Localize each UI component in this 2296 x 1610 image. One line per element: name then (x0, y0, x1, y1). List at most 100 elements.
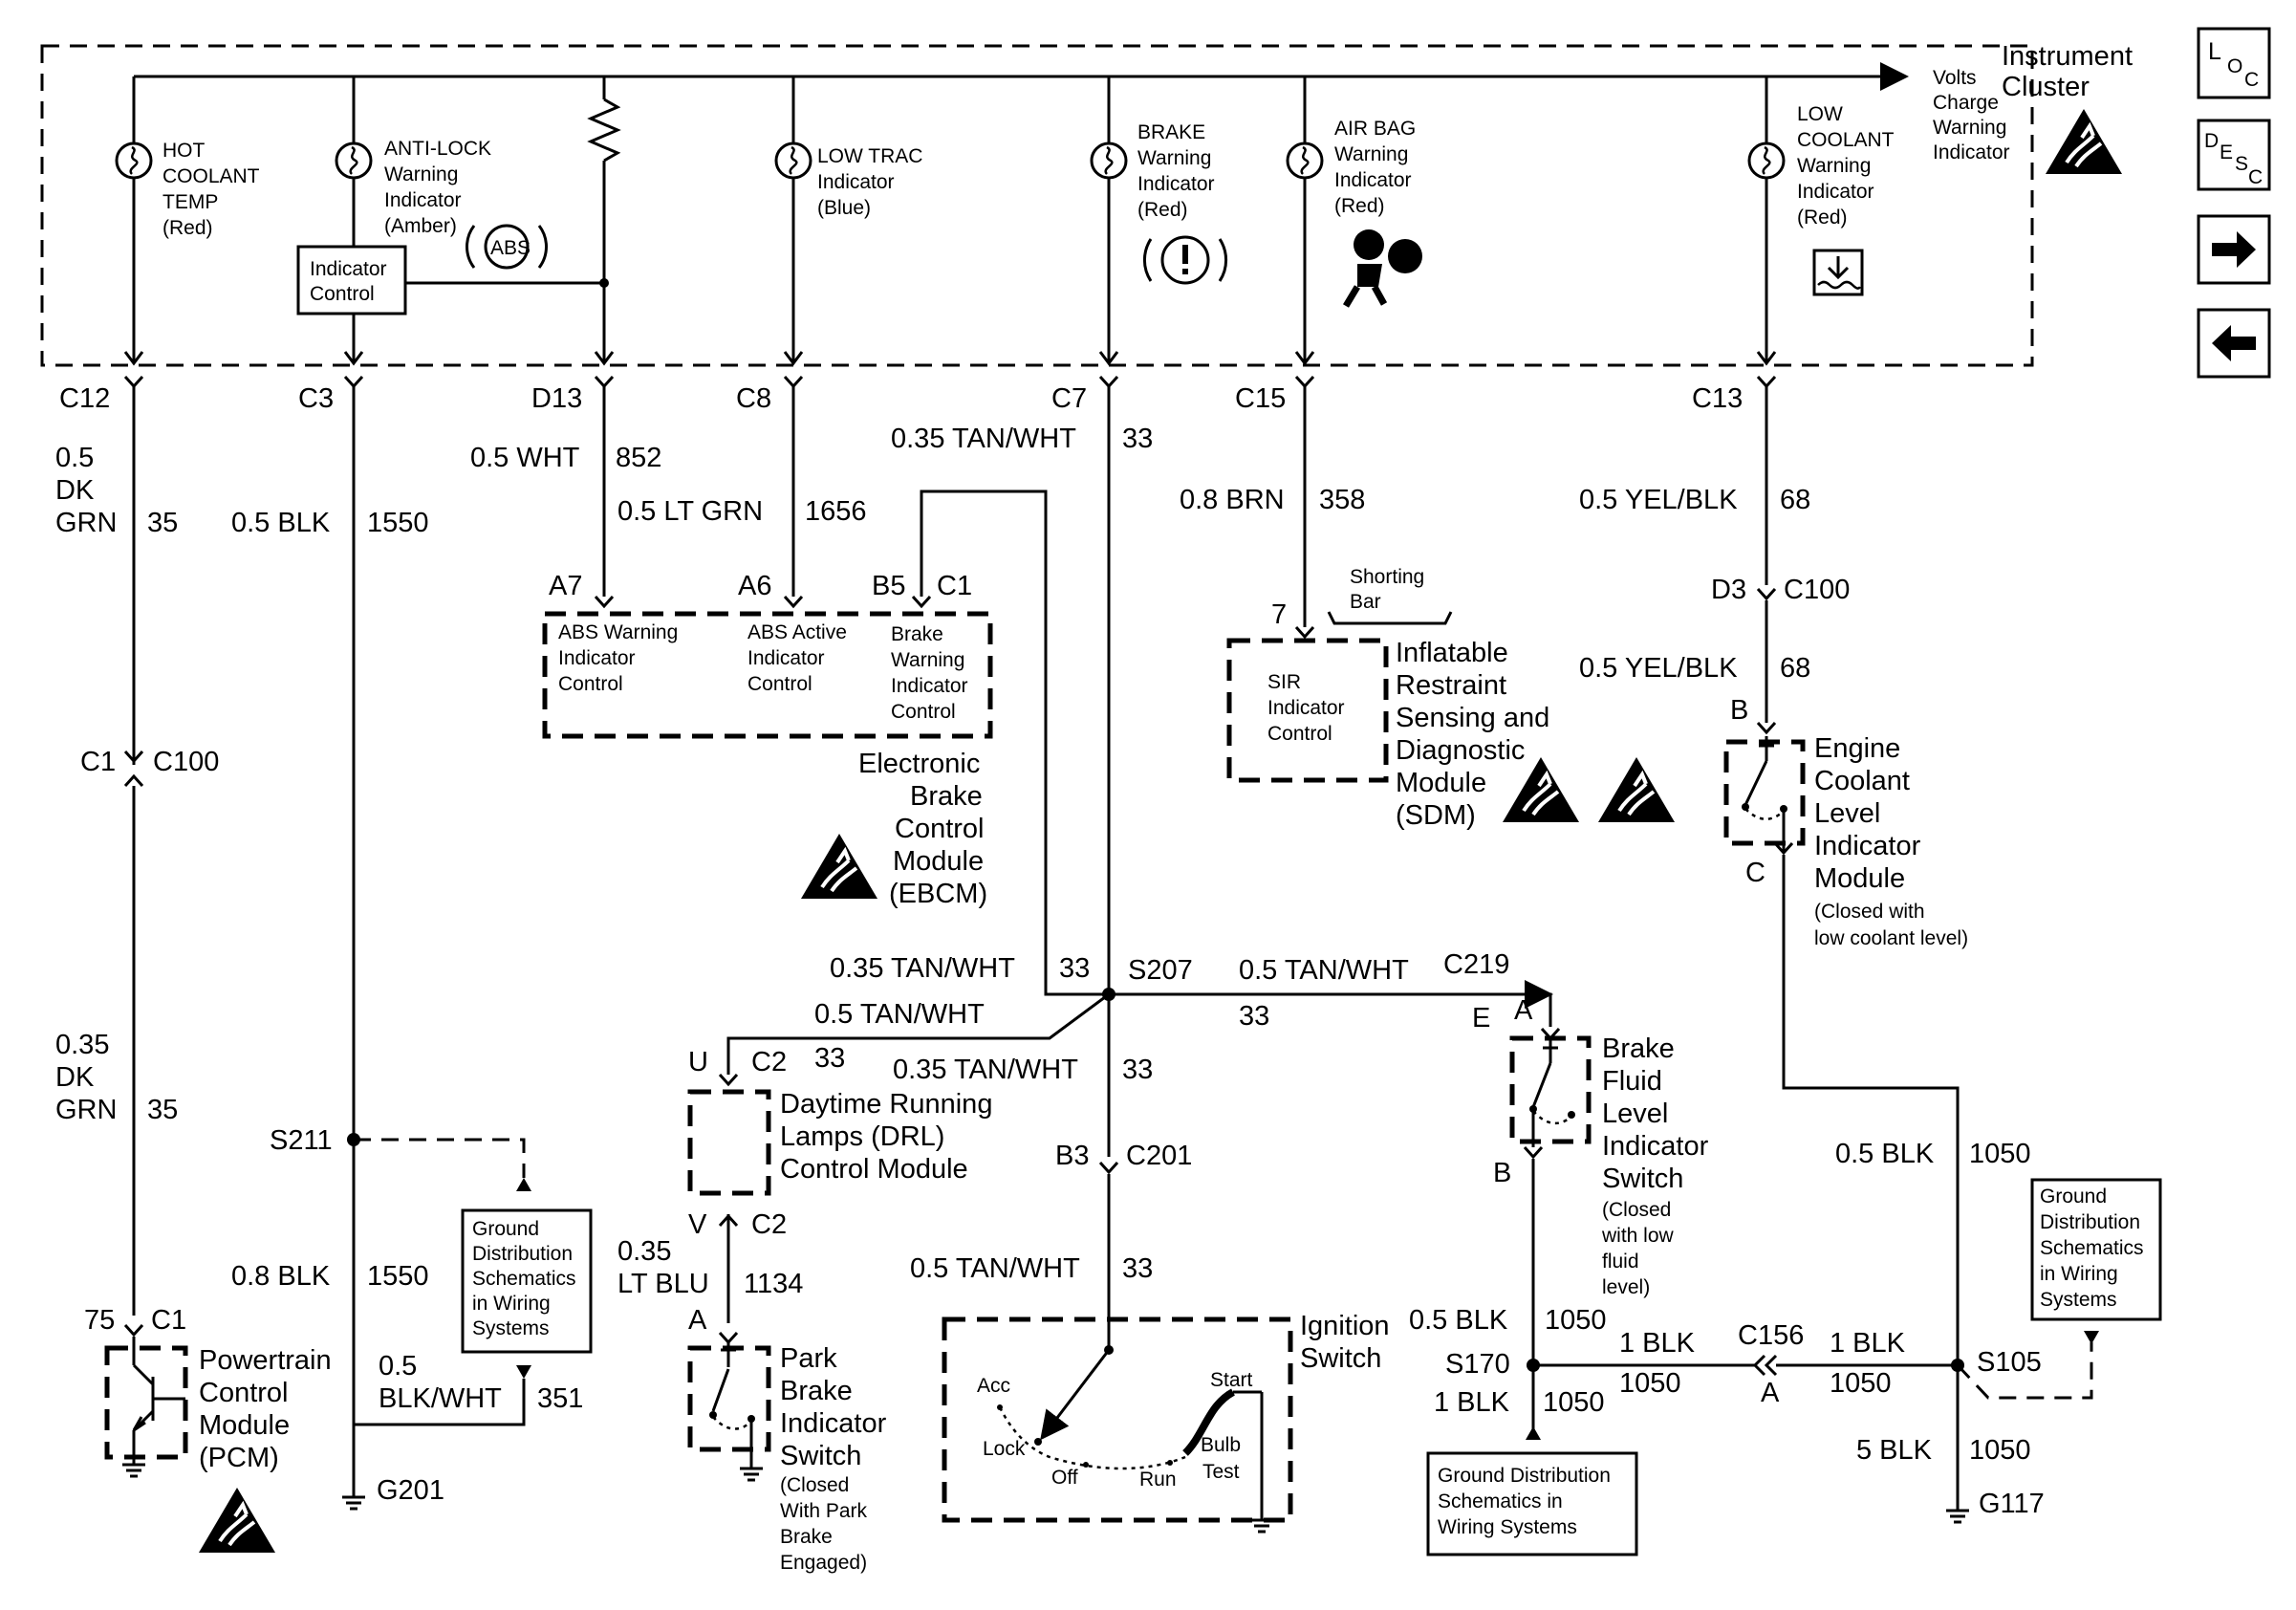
svg-text:(Closed: (Closed (1602, 1199, 1671, 1221)
ground-bus: 0.5 BLK 1050 S170 1 BLK 1050 C156 A 1 BL… (1409, 1178, 2162, 1556)
svg-text:L: L (2208, 38, 2221, 65)
svg-text:Indicator: Indicator (747, 647, 825, 669)
engine-coolant-level-circuit: 0.5 YEL/BLK 68 D3 C100 0.5 YEL/BLK 68 B … (1579, 386, 2031, 1365)
ground-distribution-ref-right (2030, 1178, 2162, 1321)
connector-d13: D13 (531, 383, 582, 414)
connector-c15: C15 (1235, 383, 1286, 414)
svg-text:1050: 1050 (1830, 1368, 1892, 1399)
brake-label: BRAKE Warning Indicator (Red) (1137, 121, 1215, 221)
svg-text:1050: 1050 (1545, 1305, 1607, 1336)
svg-text:Inflatable: Inflatable (1396, 638, 1508, 668)
svg-text:Ground Distribution: Ground Distribution (1438, 1465, 1611, 1487)
ground-icon (340, 1486, 367, 1511)
next-page-button[interactable] (2197, 214, 2271, 285)
svg-text:DK: DK (55, 1062, 95, 1093)
svg-text:Bulb: Bulb (1201, 1434, 1241, 1456)
svg-text:Ignition: Ignition (1300, 1311, 1390, 1341)
cluster-title-2: Cluster (2002, 72, 2090, 102)
svg-text:(Red): (Red) (1137, 199, 1188, 221)
svg-text:(SDM): (SDM) (1396, 800, 1476, 831)
svg-text:Control: Control (747, 673, 812, 695)
volts-indicator-label: Volts Charge Warning Indicator (1933, 67, 2010, 163)
ecl-box (1723, 739, 1806, 846)
svg-text:Level: Level (1814, 798, 1880, 829)
splice-s211-label: S211 (270, 1125, 333, 1156)
splice-s105-label: S105 (1977, 1347, 2042, 1378)
svg-text:Bar: Bar (1350, 591, 1381, 613)
svg-text:33: 33 (1122, 424, 1153, 454)
svg-text:LOW: LOW (1797, 103, 1843, 125)
coolant-level-icon (1812, 249, 1864, 296)
svg-text:68: 68 (1780, 485, 1810, 515)
ground-icon (738, 1457, 765, 1482)
svg-text:Schematics: Schematics (2040, 1237, 2144, 1259)
svg-text:(Red): (Red) (1334, 195, 1385, 217)
abs-icon: ABS (465, 224, 549, 270)
indicator-control-box (296, 245, 407, 315)
svg-text:0.5 YEL/BLK: 0.5 YEL/BLK (1579, 485, 1738, 515)
svg-text:Warning: Warning (384, 163, 458, 185)
svg-text:0.35 TAN/WHT: 0.35 TAN/WHT (893, 1055, 1078, 1085)
svg-text:Control: Control (1267, 723, 1332, 745)
esd-icon (197, 1486, 277, 1555)
pin-b3: B3 (1055, 1141, 1089, 1171)
svg-text:D: D (2204, 130, 2219, 152)
svg-text:(Red): (Red) (1797, 207, 1848, 228)
air-bag-label: AIR BAG Warning Indicator (Red) (1334, 118, 1416, 217)
svg-text:C: C (2244, 69, 2259, 91)
previous-page-button[interactable] (2197, 308, 2271, 379)
svg-text:0.5 TAN/WHT: 0.5 TAN/WHT (1239, 955, 1409, 986)
connector-c219: C219 (1443, 949, 1509, 980)
svg-text:Start: Start (1210, 1369, 1253, 1391)
drl-box (687, 1089, 771, 1196)
svg-text:ABS Warning: ABS Warning (558, 621, 678, 643)
svg-text:Switch: Switch (1300, 1343, 1381, 1374)
svg-text:Module: Module (199, 1410, 290, 1441)
svg-text:1 BLK: 1 BLK (1434, 1387, 1510, 1418)
svg-text:358: 358 (1319, 485, 1365, 515)
svg-text:Indicator: Indicator (1267, 697, 1345, 719)
svg-text:0.5 BLK: 0.5 BLK (231, 508, 331, 538)
svg-text:Distribution: Distribution (2040, 1211, 2140, 1233)
ecl-label: Engine Coolant Level Indicator Module (C… (1814, 733, 1968, 949)
svg-text:Indicator: Indicator (558, 647, 636, 669)
svg-text:LT BLU: LT BLU (617, 1269, 709, 1299)
hot-coolant-label: HOT COOLANT TEMP (Red) (162, 140, 260, 239)
pcm-label: Powertrain Control Module (PCM) (199, 1345, 332, 1473)
svg-text:Diagnostic: Diagnostic (1396, 735, 1525, 766)
svg-text:Ground: Ground (472, 1218, 539, 1240)
svg-text:fluid: fluid (1602, 1251, 1639, 1273)
sdm-circuit: 0.8 BRN 358 7 Shorting Bar SIR Indicator… (1180, 386, 1677, 831)
bulb-icon (1747, 141, 1786, 180)
instrument-cluster-boundary (40, 44, 2034, 367)
svg-text:Brake: Brake (891, 623, 943, 645)
svg-text:ANTI-LOCK: ANTI-LOCK (384, 138, 491, 160)
svg-text:Engine: Engine (1814, 733, 1900, 764)
bulb-icon (1286, 141, 1324, 180)
ebcm-box (542, 611, 993, 739)
loc-button[interactable]: L O C (2197, 27, 2271, 99)
svg-text:(Red): (Red) (162, 217, 213, 239)
svg-text:33: 33 (1122, 1055, 1153, 1085)
connector-c1-pcm: C1 (151, 1305, 186, 1336)
bulb-icon (115, 141, 153, 180)
svg-text:Warning: Warning (1933, 117, 2006, 139)
desc-button[interactable]: D E S C (2197, 119, 2271, 191)
svg-text:AIR BAG: AIR BAG (1334, 118, 1416, 140)
svg-text:1050: 1050 (1543, 1387, 1605, 1418)
svg-text:(Closed: (Closed (780, 1474, 849, 1496)
arrow-right-icon (2212, 231, 2256, 268)
shorting-bar (1327, 611, 1453, 625)
svg-text:0.8 BRN: 0.8 BRN (1180, 485, 1285, 515)
svg-text:Module: Module (1396, 768, 1486, 798)
svg-text:in Wiring: in Wiring (2040, 1263, 2118, 1285)
ground-icon (1944, 1499, 1971, 1524)
svg-text:Warning: Warning (1797, 155, 1871, 177)
svg-text:33: 33 (1122, 1253, 1153, 1284)
svg-text:Charge: Charge (1933, 92, 1999, 114)
pcm-circuit: 0.5 DK GRN 35 C1 C100 0.35 DK GRN 35 75 … (55, 386, 332, 1555)
svg-text:O: O (2227, 55, 2242, 77)
svg-text:Wiring Systems: Wiring Systems (1438, 1516, 1577, 1538)
svg-text:1050: 1050 (1619, 1368, 1681, 1399)
svg-text:COOLANT: COOLANT (162, 165, 260, 187)
